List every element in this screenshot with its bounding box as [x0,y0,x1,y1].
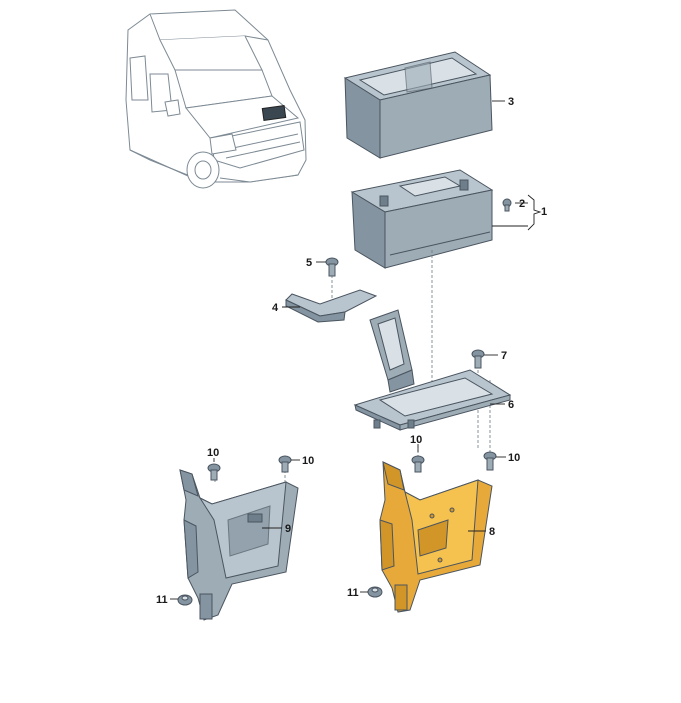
callout-5: 5 [306,257,312,269]
leader-lines [170,100,542,600]
part-3-battery-insulation-cover [343,51,493,159]
callout-9: 9 [285,523,291,535]
callout-10-right: 10 [508,452,520,464]
callout-6: 6 [508,399,514,411]
part-11-nut-a [177,594,193,606]
part-4-clamping-bracket [285,289,378,323]
callout-10-left-b: 10 [302,455,314,467]
part-2-clip [502,198,512,212]
part-10-bolt-c [207,463,221,481]
part-6-battery-tray [353,309,512,431]
part-10-bolt-b [483,451,497,471]
callout-1: 1 [541,206,547,218]
part-9-battery-carrier [179,469,299,621]
callout-2: 2 [519,198,525,210]
part-8-battery-carrier-highlighted [379,461,493,613]
part-1-battery [350,169,494,269]
callout-8: 8 [489,526,495,538]
part-10-bolt-a [411,455,425,473]
callout-4: 4 [272,302,279,314]
callout-11-left: 11 [156,594,168,606]
callout-11-right: 11 [347,587,359,599]
callout-3: 3 [508,96,514,108]
callout-10-tray: 10 [410,434,422,446]
assembly-guide-lines [214,250,491,482]
part-11-nut-b [367,586,383,598]
van-illustration [125,9,307,189]
callout-7: 7 [501,350,507,362]
battery-location-marker [261,104,287,122]
part-10-bolt-d [278,455,292,473]
part-7-bolt [471,349,485,369]
callout-labels: 1 2 3 4 5 6 7 8 9 10 10 10 10 11 11 [156,96,547,606]
callout-10-left-a: 10 [207,447,219,459]
part-5-bolt [325,257,339,277]
